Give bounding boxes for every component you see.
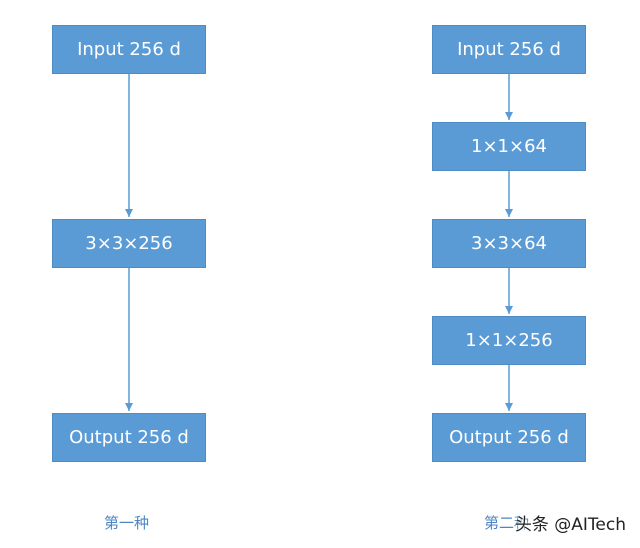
- right-node-output: Output 256 d: [432, 413, 586, 462]
- right-node-conv3x3: 3×3×64: [432, 219, 586, 268]
- right-caption: 第二种: [484, 514, 530, 532]
- watermark: 头条 @AITech: [514, 515, 626, 535]
- right-node-conv1x1-a: 1×1×64: [432, 122, 586, 171]
- right-node-input: Input 256 d: [432, 25, 586, 74]
- left-node-input: Input 256 d: [52, 25, 206, 74]
- left-node-conv3x3: 3×3×256: [52, 219, 206, 268]
- left-caption: 第一种: [104, 514, 150, 532]
- right-node-conv1x1-b: 1×1×256: [432, 316, 586, 365]
- left-node-output: Output 256 d: [52, 413, 206, 462]
